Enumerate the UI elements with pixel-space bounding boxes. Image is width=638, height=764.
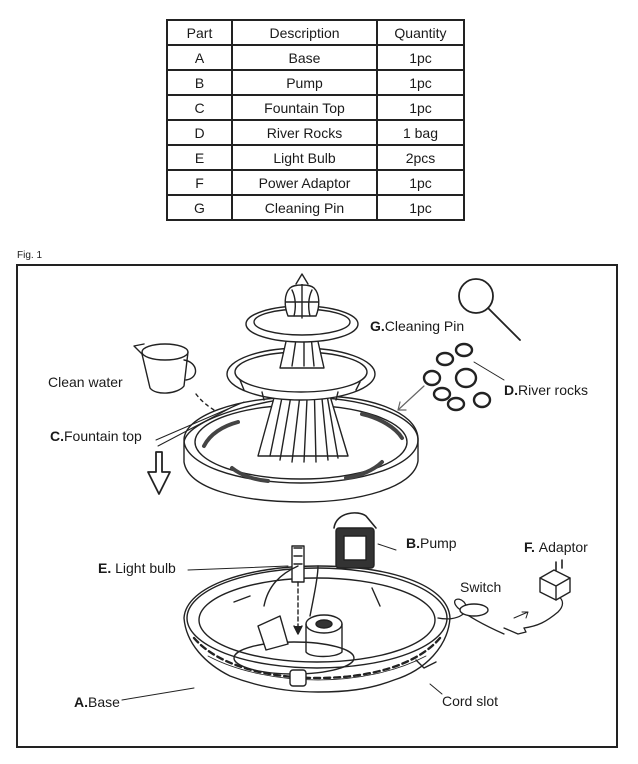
table-row: A Base 1pc [166,44,465,71]
river-rocks-letter: D. [504,382,518,398]
fountain-illustration [121,273,571,701]
leader-lines [121,361,505,701]
table-row: B Pump 1pc [166,69,465,96]
pump-label: B.Pump [406,535,457,551]
power-cord [437,595,564,635]
header-part: Part [166,19,233,46]
cell-description: Pump [231,69,378,96]
water-cup-drawing [133,343,215,411]
cleaning-pin-label: G.Cleaning Pin [370,318,464,334]
adaptor-letter: F. [524,539,535,555]
cleaning-pin-letter: G. [370,318,385,334]
fountain-top-text: Fountain top [64,428,142,444]
cell-quantity: 1 bag [376,119,465,146]
cell-part: F [166,169,233,196]
switch-label: Switch [460,579,502,595]
clean-water-label: Clean water [48,374,123,390]
table-row: G Cleaning Pin 1pc [166,194,465,221]
cell-part: D [166,119,233,146]
cell-part: A [166,44,233,71]
down-arrow-icon [147,451,171,495]
cell-part: G [166,194,233,221]
cleaning-pin-drawing [458,278,521,341]
cell-description: Fountain Top [231,94,378,121]
cell-quantity: 1pc [376,194,465,221]
light-bulb-text: Light bulb [115,560,176,576]
base-internals [233,565,381,658]
parts-table-header-row: Part Description Quantity [166,19,465,46]
header-description: Description [231,19,378,46]
cell-description: Cleaning Pin [231,194,378,221]
fountain-top-letter: C. [50,428,64,444]
light-bulb-label: E. Light bulb [98,560,176,576]
header-quantity: Quantity [376,19,465,46]
exploded-view-figure: Clean water C.Fountain top G.Cleaning Pi… [16,264,618,748]
cell-part: E [166,144,233,171]
table-row: C Fountain Top 1pc [166,94,465,121]
fountain-top-drawing [183,273,419,503]
pump-letter: B. [406,535,420,551]
switch-drawing [459,603,489,617]
cell-part: C [166,94,233,121]
base-text: Base [88,694,120,710]
pump-drawing [333,512,377,569]
cell-description: Power Adaptor [231,169,378,196]
cell-description: Light Bulb [231,144,378,171]
cleaning-pin-text: Cleaning Pin [384,318,465,334]
fountain-top-label: C.Fountain top [50,428,142,444]
cell-quantity: 1pc [376,69,465,96]
cell-description: River Rocks [231,119,378,146]
cell-quantity: 1pc [376,94,465,121]
adaptor-label: F. Adaptor [524,539,588,555]
cell-part: B [166,69,233,96]
light-bulb-drawing [289,545,307,687]
cell-quantity: 1pc [376,44,465,71]
table-row: D River Rocks 1 bag [166,119,465,146]
cell-quantity: 1pc [376,169,465,196]
river-rocks-label: D.River rocks [504,382,588,398]
river-rocks-text: River rocks [518,382,589,398]
cell-description: Base [231,44,378,71]
table-row: F Power Adaptor 1pc [166,169,465,196]
cord-slot-label: Cord slot [442,693,499,709]
base-letter: A. [74,694,88,710]
adaptor-drawing [539,559,571,601]
base-label: A.Base [74,694,120,710]
river-rocks-drawing [422,342,492,412]
figure-caption: Fig. 1 [17,250,43,261]
rocks-arrow [397,385,425,411]
parts-table: Part Description Quantity A Base 1pc B P… [166,19,465,221]
table-row: E Light Bulb 2pcs [166,144,465,171]
pump-text: Pump [420,535,457,551]
light-bulb-letter: E. [98,560,112,576]
cell-quantity: 2pcs [376,144,465,171]
adaptor-text: Adaptor [538,539,588,555]
